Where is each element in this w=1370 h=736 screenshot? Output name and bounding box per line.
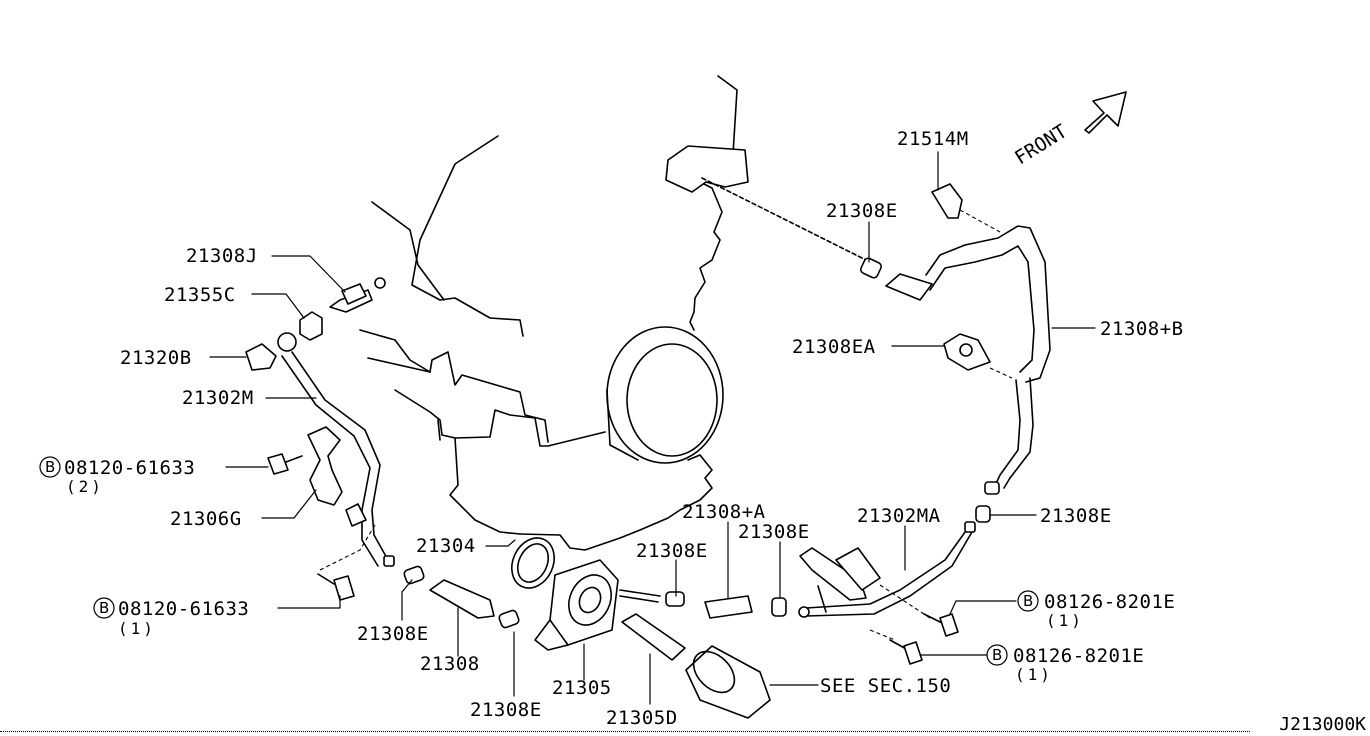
bolt-quantity: (1)	[118, 619, 156, 638]
label-21306G: 21306G	[170, 508, 242, 530]
bolt-callout-1: B 08120-61633 (2)	[39, 456, 195, 496]
upper-hose	[701, 177, 1051, 495]
label-21305: 21305	[552, 677, 612, 699]
label-21320B: 21320B	[120, 347, 192, 369]
bolt-part-number: 08126-8201E	[1013, 645, 1144, 667]
label-21308E-bottom: 21308E	[470, 699, 542, 721]
label-21302MA: 21302MA	[857, 505, 941, 527]
label-21308E-right: 21308E	[1040, 505, 1112, 527]
bolt-marker-letter: B	[1023, 592, 1033, 610]
bolt-marker-circle	[39, 456, 61, 478]
bolt-marker-letter: B	[99, 599, 109, 617]
label-see-sec-150: SEE SEC.150	[820, 675, 951, 697]
label-21308E-left: 21308E	[357, 623, 429, 645]
front-label: FRONT	[1011, 120, 1071, 169]
label-21308-plus-B: 21308+B	[1100, 318, 1184, 340]
bolt-marker-circle	[986, 644, 1008, 666]
bolt-part-number: 08126-8201E	[1044, 591, 1175, 613]
bottom-divider	[0, 731, 1250, 732]
label-21308E-top: 21308E	[826, 200, 898, 222]
label-21308E-mid2: 21308E	[738, 521, 810, 543]
bolt-quantity: (1)	[1046, 611, 1084, 630]
label-21308: 21308	[420, 653, 480, 675]
bolt-part-number: 08120-61633	[118, 598, 249, 620]
part-labels: 21514M 21308E 21308J 21355C 21320B 21302…	[120, 128, 1184, 729]
bolt-callout-3: B 08126-8201E (1)	[1017, 590, 1175, 630]
bolt-marker-circle	[93, 597, 115, 619]
left-fittings	[245, 277, 395, 601]
bolt-quantity: (2)	[66, 477, 104, 496]
front-arrow: FRONT	[1011, 91, 1127, 169]
label-21308-plus-A: 21308+A	[682, 501, 766, 523]
label-21355C: 21355C	[164, 284, 236, 306]
pipe-21302MA	[798, 505, 991, 665]
label-21514M: 21514M	[897, 128, 969, 150]
leader-lines	[209, 151, 1096, 705]
bolt-part-number: 08120-61633	[64, 457, 195, 479]
figure-code: J213000K	[1279, 714, 1366, 735]
engine-block	[359, 75, 749, 551]
bolt-quantity: (1)	[1015, 665, 1053, 684]
label-21308E-mid1: 21308E	[636, 540, 708, 562]
bolt-marker-circle	[1017, 590, 1039, 612]
bolt-callout-4: B 08126-8201E (1)	[986, 644, 1144, 684]
label-21305D: 21305D	[606, 707, 678, 729]
label-21308J: 21308J	[186, 245, 258, 267]
bolt-callout-2: B 08120-61633 (1)	[93, 597, 249, 638]
oil-cooler-assembly	[403, 537, 787, 719]
bolt-marker-letter: B	[45, 458, 55, 476]
label-21302M: 21302M	[182, 387, 254, 409]
label-21304: 21304	[416, 535, 476, 557]
clamp-21308EA	[943, 333, 991, 371]
bolt-marker-letter: B	[992, 646, 1002, 664]
label-21308EA: 21308EA	[792, 336, 876, 358]
